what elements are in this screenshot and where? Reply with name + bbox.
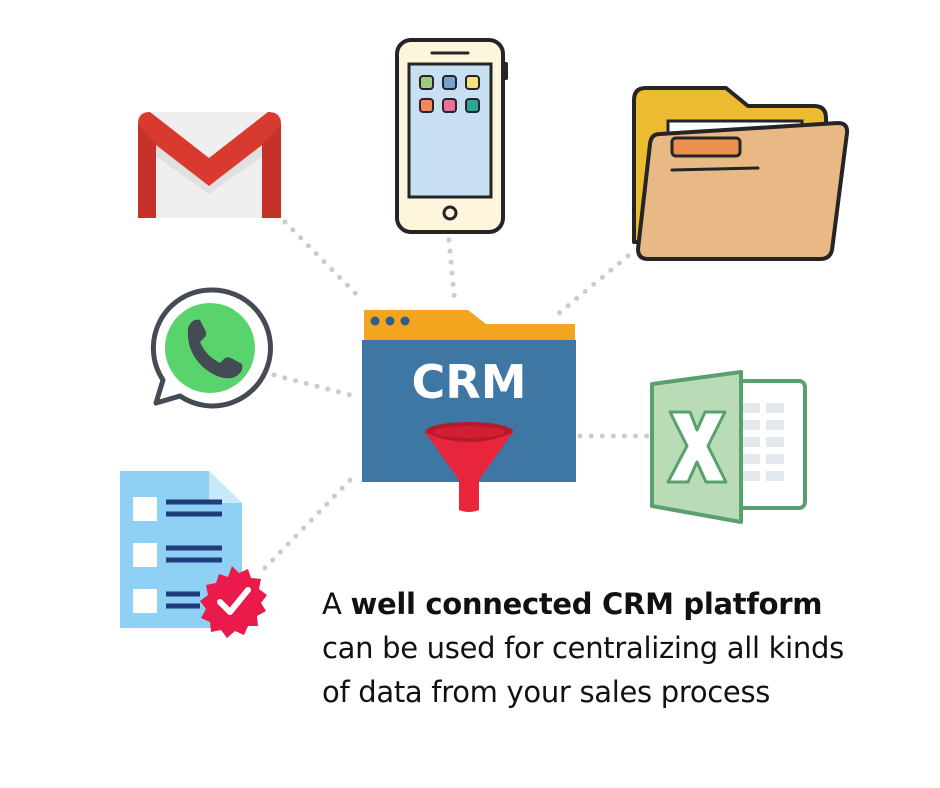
connector-phone: [446, 237, 458, 308]
connectors: [262, 219, 653, 571]
checklist-icon: [120, 471, 267, 638]
caption: A well connected CRM platform can be use…: [322, 582, 922, 714]
connector-folder: [555, 253, 631, 317]
window-dot-1: [370, 316, 380, 326]
connector-gmail: [282, 219, 365, 303]
verified-badge-icon: [200, 566, 267, 638]
caption-bold: well connected CRM platform: [350, 587, 823, 621]
gmail-icon: [138, 112, 281, 218]
connector-checklist: [262, 475, 355, 571]
crm-window-icon: CRM: [362, 310, 576, 512]
whatsapp-icon: [150, 287, 273, 409]
window-dot-2: [385, 316, 395, 326]
folder-icon: [632, 86, 850, 261]
funnel-icon: [425, 422, 513, 512]
crm-label: CRM: [412, 355, 527, 409]
excel-icon: [650, 370, 807, 524]
smartphone-icon: [395, 38, 508, 234]
caption-prefix: A: [322, 587, 351, 621]
window-dot-3: [400, 316, 410, 326]
connector-whatsapp: [271, 372, 361, 400]
caption-line-3: of data from your sales process: [322, 675, 771, 709]
caption-line-1: A well connected CRM platform: [322, 582, 922, 626]
caption-line-2: can be used for centralizing all kinds: [322, 631, 844, 665]
